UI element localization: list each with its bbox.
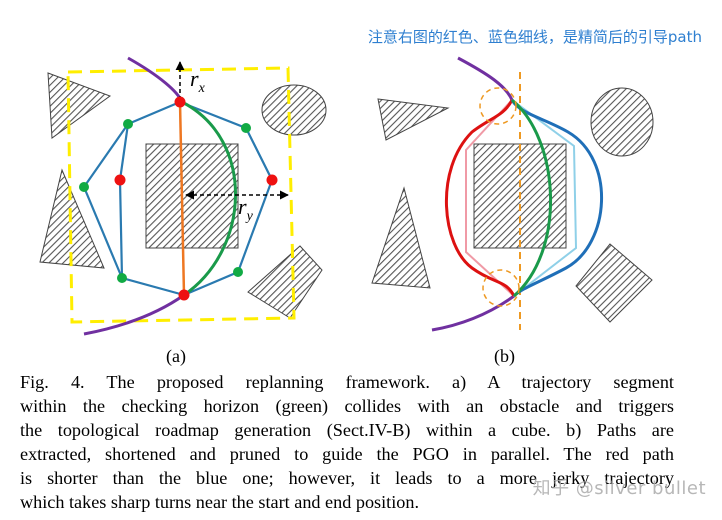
obstacle-diamond (247, 245, 323, 319)
obstacle-triangle-top (47, 72, 112, 139)
label-ry: ry (238, 194, 254, 224)
end-region-circle (482, 269, 520, 307)
node-green (123, 119, 133, 129)
trajectory-green (511, 98, 552, 298)
annotation-note: 注意右图的红色、蓝色细线，是精简后的引导path (367, 28, 702, 46)
checking-cube (66, 66, 296, 324)
caption-line: within the checking horizon (green) coll… (20, 396, 674, 416)
caption-line: which takes sharp turns near the start a… (20, 492, 420, 512)
obstacle-ellipse (590, 87, 654, 157)
node-red (174, 96, 186, 108)
node-green (233, 267, 243, 277)
node-green (241, 123, 251, 133)
trajectory-blue (510, 99, 603, 298)
node-green (79, 182, 89, 192)
watermark: 知乎 @silver bullet (532, 478, 706, 499)
panel-b (371, 56, 654, 332)
trajectory-purple (127, 56, 184, 103)
trajectory-purple-lower (431, 294, 515, 332)
trajectory-purple (457, 56, 514, 101)
caption-line: extracted, shortened and pruned to guide… (20, 444, 674, 464)
panel-a: rx ry (39, 56, 327, 336)
caption-line: the topological roadmap generation (Sect… (20, 420, 674, 440)
obstacle-square (145, 143, 239, 249)
subfigure-label-b: (b) (494, 346, 515, 366)
obstacle-triangle-top (377, 98, 450, 141)
caption-line: is shorter than the blue one; however, i… (20, 468, 674, 488)
trajectory-purple-lower (83, 293, 185, 336)
orange-path (178, 101, 186, 296)
node-red (114, 174, 126, 186)
subfigure-label-a: (a) (166, 346, 186, 366)
obstacle-ellipse (261, 84, 327, 136)
node-red (266, 174, 278, 186)
node-green (117, 273, 127, 283)
start-region-circle (479, 87, 517, 125)
obstacle-triangle-left (371, 186, 431, 289)
caption-line: Fig. 4. The proposed replanning framewor… (20, 372, 674, 392)
obstacle-diamond (575, 243, 653, 323)
trajectory-red (444, 99, 516, 297)
node-red (178, 289, 190, 301)
guide-path-blue-thin (511, 99, 578, 297)
figure-illustration: rx ry (39, 56, 654, 336)
label-rx: rx (190, 66, 206, 96)
figure-caption: Fig. 4. The proposed replanning framewor… (20, 370, 674, 514)
